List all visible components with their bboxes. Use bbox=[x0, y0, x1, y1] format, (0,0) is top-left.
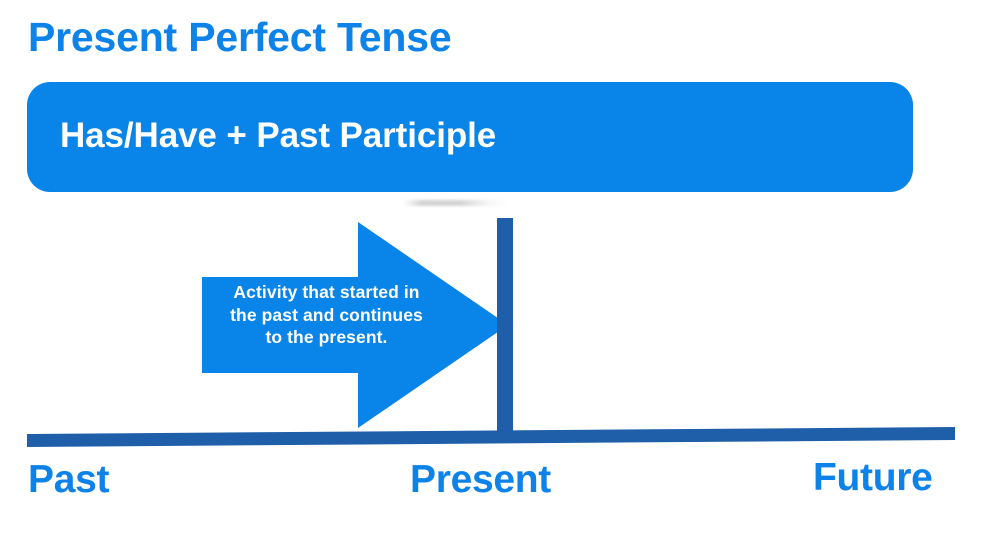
timeline-label-past: Past bbox=[28, 458, 110, 501]
caption-line-2: the past and continues bbox=[230, 304, 423, 325]
page-title: Present Perfect Tense bbox=[28, 14, 452, 60]
present-marker bbox=[497, 218, 513, 440]
activity-arrow bbox=[202, 222, 508, 428]
formula-label: Has/Have + Past Participle bbox=[60, 116, 497, 155]
banner-shadow-artifact bbox=[403, 200, 508, 206]
caption-line-1: Activity that started in bbox=[233, 282, 420, 302]
formula-banner: Has/Have + Past Participle bbox=[27, 82, 913, 192]
activity-arrow-caption: Activity that started in the past and co… bbox=[203, 281, 450, 349]
caption-line-3: to the present. bbox=[265, 327, 388, 347]
timeline-label-future: Future bbox=[813, 456, 933, 499]
timeline-bar bbox=[27, 427, 955, 447]
timeline-label-present: Present bbox=[410, 458, 551, 501]
